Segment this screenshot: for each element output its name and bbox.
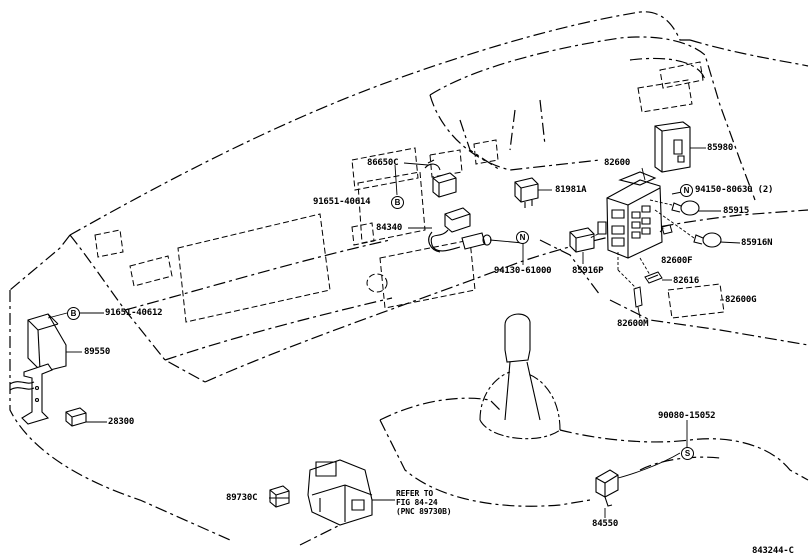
ecu-assembly <box>308 460 372 525</box>
bracket-28300 <box>10 364 86 426</box>
label-82616: 82616 <box>673 276 700 286</box>
label-82600g: 82600G <box>725 295 757 305</box>
label-86650c: 86650C <box>367 158 399 168</box>
label-94150-80630: 94150-80630 (2) <box>695 185 774 195</box>
label-90080-15052: 90080-15052 <box>658 411 716 421</box>
relay-81981a <box>515 178 538 208</box>
junction-block-82600 <box>598 172 662 258</box>
bulb-85915 <box>672 201 699 215</box>
label-refer-line1: REFER TO <box>396 489 433 498</box>
dashboard-outline <box>10 12 808 545</box>
fuse-82600m <box>634 287 642 307</box>
switch-84340 <box>429 208 491 252</box>
label-82600m: 82600M <box>617 319 649 329</box>
label-85916p: 85916P <box>572 266 604 276</box>
module-85980 <box>655 122 690 172</box>
connector-89730c <box>270 486 289 507</box>
fuse-82616 <box>645 272 662 283</box>
label-81981a: 81981A <box>555 185 587 195</box>
label-82600f: 82600F <box>661 256 693 266</box>
label-89730c: 89730C <box>226 493 258 503</box>
label-28300: 28300 <box>108 417 135 427</box>
callout-b-left: B <box>67 307 80 320</box>
callout-n-upper: N <box>680 184 693 197</box>
label-85916n: 85916N <box>741 238 773 248</box>
callout-s-right: S <box>681 447 694 460</box>
label-84550: 84550 <box>592 519 619 529</box>
bulb-85916n <box>694 233 721 247</box>
shift-lever <box>480 314 560 439</box>
label-refer-line3: (PNC 89730B) <box>396 507 452 516</box>
fuse-82600f <box>662 225 672 234</box>
unit-89550 <box>28 314 66 372</box>
label-85980: 85980 <box>707 143 734 153</box>
label-94130-61000: 94130-61000 <box>494 266 552 276</box>
label-91651-40612: 91651-40612 <box>105 308 163 318</box>
switch-84550 <box>596 470 618 506</box>
relay-85916p <box>570 228 594 252</box>
callout-n-lower: N <box>516 231 529 244</box>
label-89550: 89550 <box>84 347 111 357</box>
diagram-id: 843244-C <box>752 546 794 556</box>
label-82600: 82600 <box>604 158 631 168</box>
dashboard-panels <box>95 62 724 322</box>
switch-86650c <box>425 160 456 197</box>
label-85915: 85915 <box>723 206 750 216</box>
label-84340: 84340 <box>376 223 403 233</box>
callout-b-upper: B <box>391 196 404 209</box>
label-refer-line2: FIG 84-24 <box>396 498 438 507</box>
label-91651-40614: 91651-40614 <box>313 197 371 207</box>
